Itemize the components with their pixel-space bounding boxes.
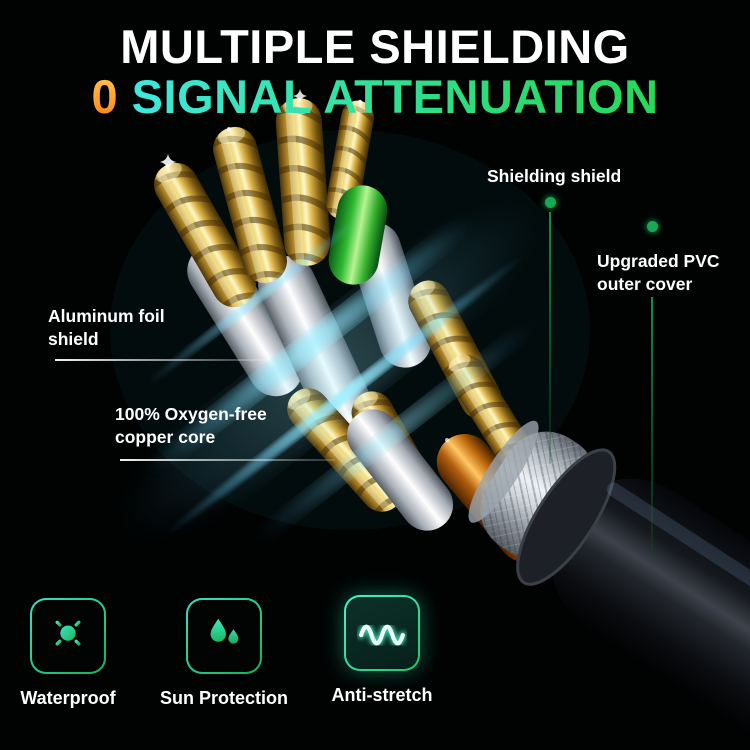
feature-waterproof: Waterproof	[20, 598, 116, 708]
callout-dot-shielding	[545, 197, 556, 208]
title-zero-highlight: 0	[91, 69, 119, 123]
callout-copper-core: 100% Oxygen-free copper core	[115, 404, 267, 447]
sparkles	[159, 89, 449, 442]
callout-shielding-shield: Shielding shield	[487, 166, 622, 186]
sun-protection-icon-box	[186, 598, 262, 674]
callout-line-pvc	[651, 297, 653, 555]
title-line-1: MULTIPLE SHIELDING	[120, 20, 630, 73]
water-drops-icon	[210, 618, 239, 654]
callout-pvc-cover: Upgraded PVC outer cover	[597, 251, 720, 294]
feature-label-anti-stretch: Anti-stretch	[331, 685, 433, 705]
callout-line-aluminum	[55, 359, 270, 361]
feature-label-waterproof: Waterproof	[20, 688, 116, 708]
sun-icon	[51, 616, 85, 656]
waterproof-icon-box	[30, 598, 106, 674]
callout-aluminum-foil: Aluminum foil shield	[48, 306, 165, 349]
green-sleeve-wire	[328, 185, 388, 285]
callout-dot-pvc	[647, 221, 658, 232]
wave-icon	[357, 623, 407, 648]
pvc-jacket	[516, 448, 750, 750]
page-title: MULTIPLE SHIELDING 0 SIGNAL ATTENUATION	[0, 22, 750, 122]
feature-sun-protection: Sun Protection	[160, 598, 288, 708]
feature-anti-stretch: Anti-stretch	[331, 595, 433, 705]
title-line2-text: SIGNAL ATTENUATION	[118, 69, 659, 123]
feature-label-sun-protection: Sun Protection	[159, 688, 289, 708]
title-line-2: 0 SIGNAL ATTENUATION	[0, 69, 750, 123]
light-beams	[123, 206, 537, 544]
anti-stretch-icon-box	[344, 595, 420, 671]
callout-line-copper	[120, 459, 335, 461]
callout-line-shielding	[549, 212, 551, 464]
